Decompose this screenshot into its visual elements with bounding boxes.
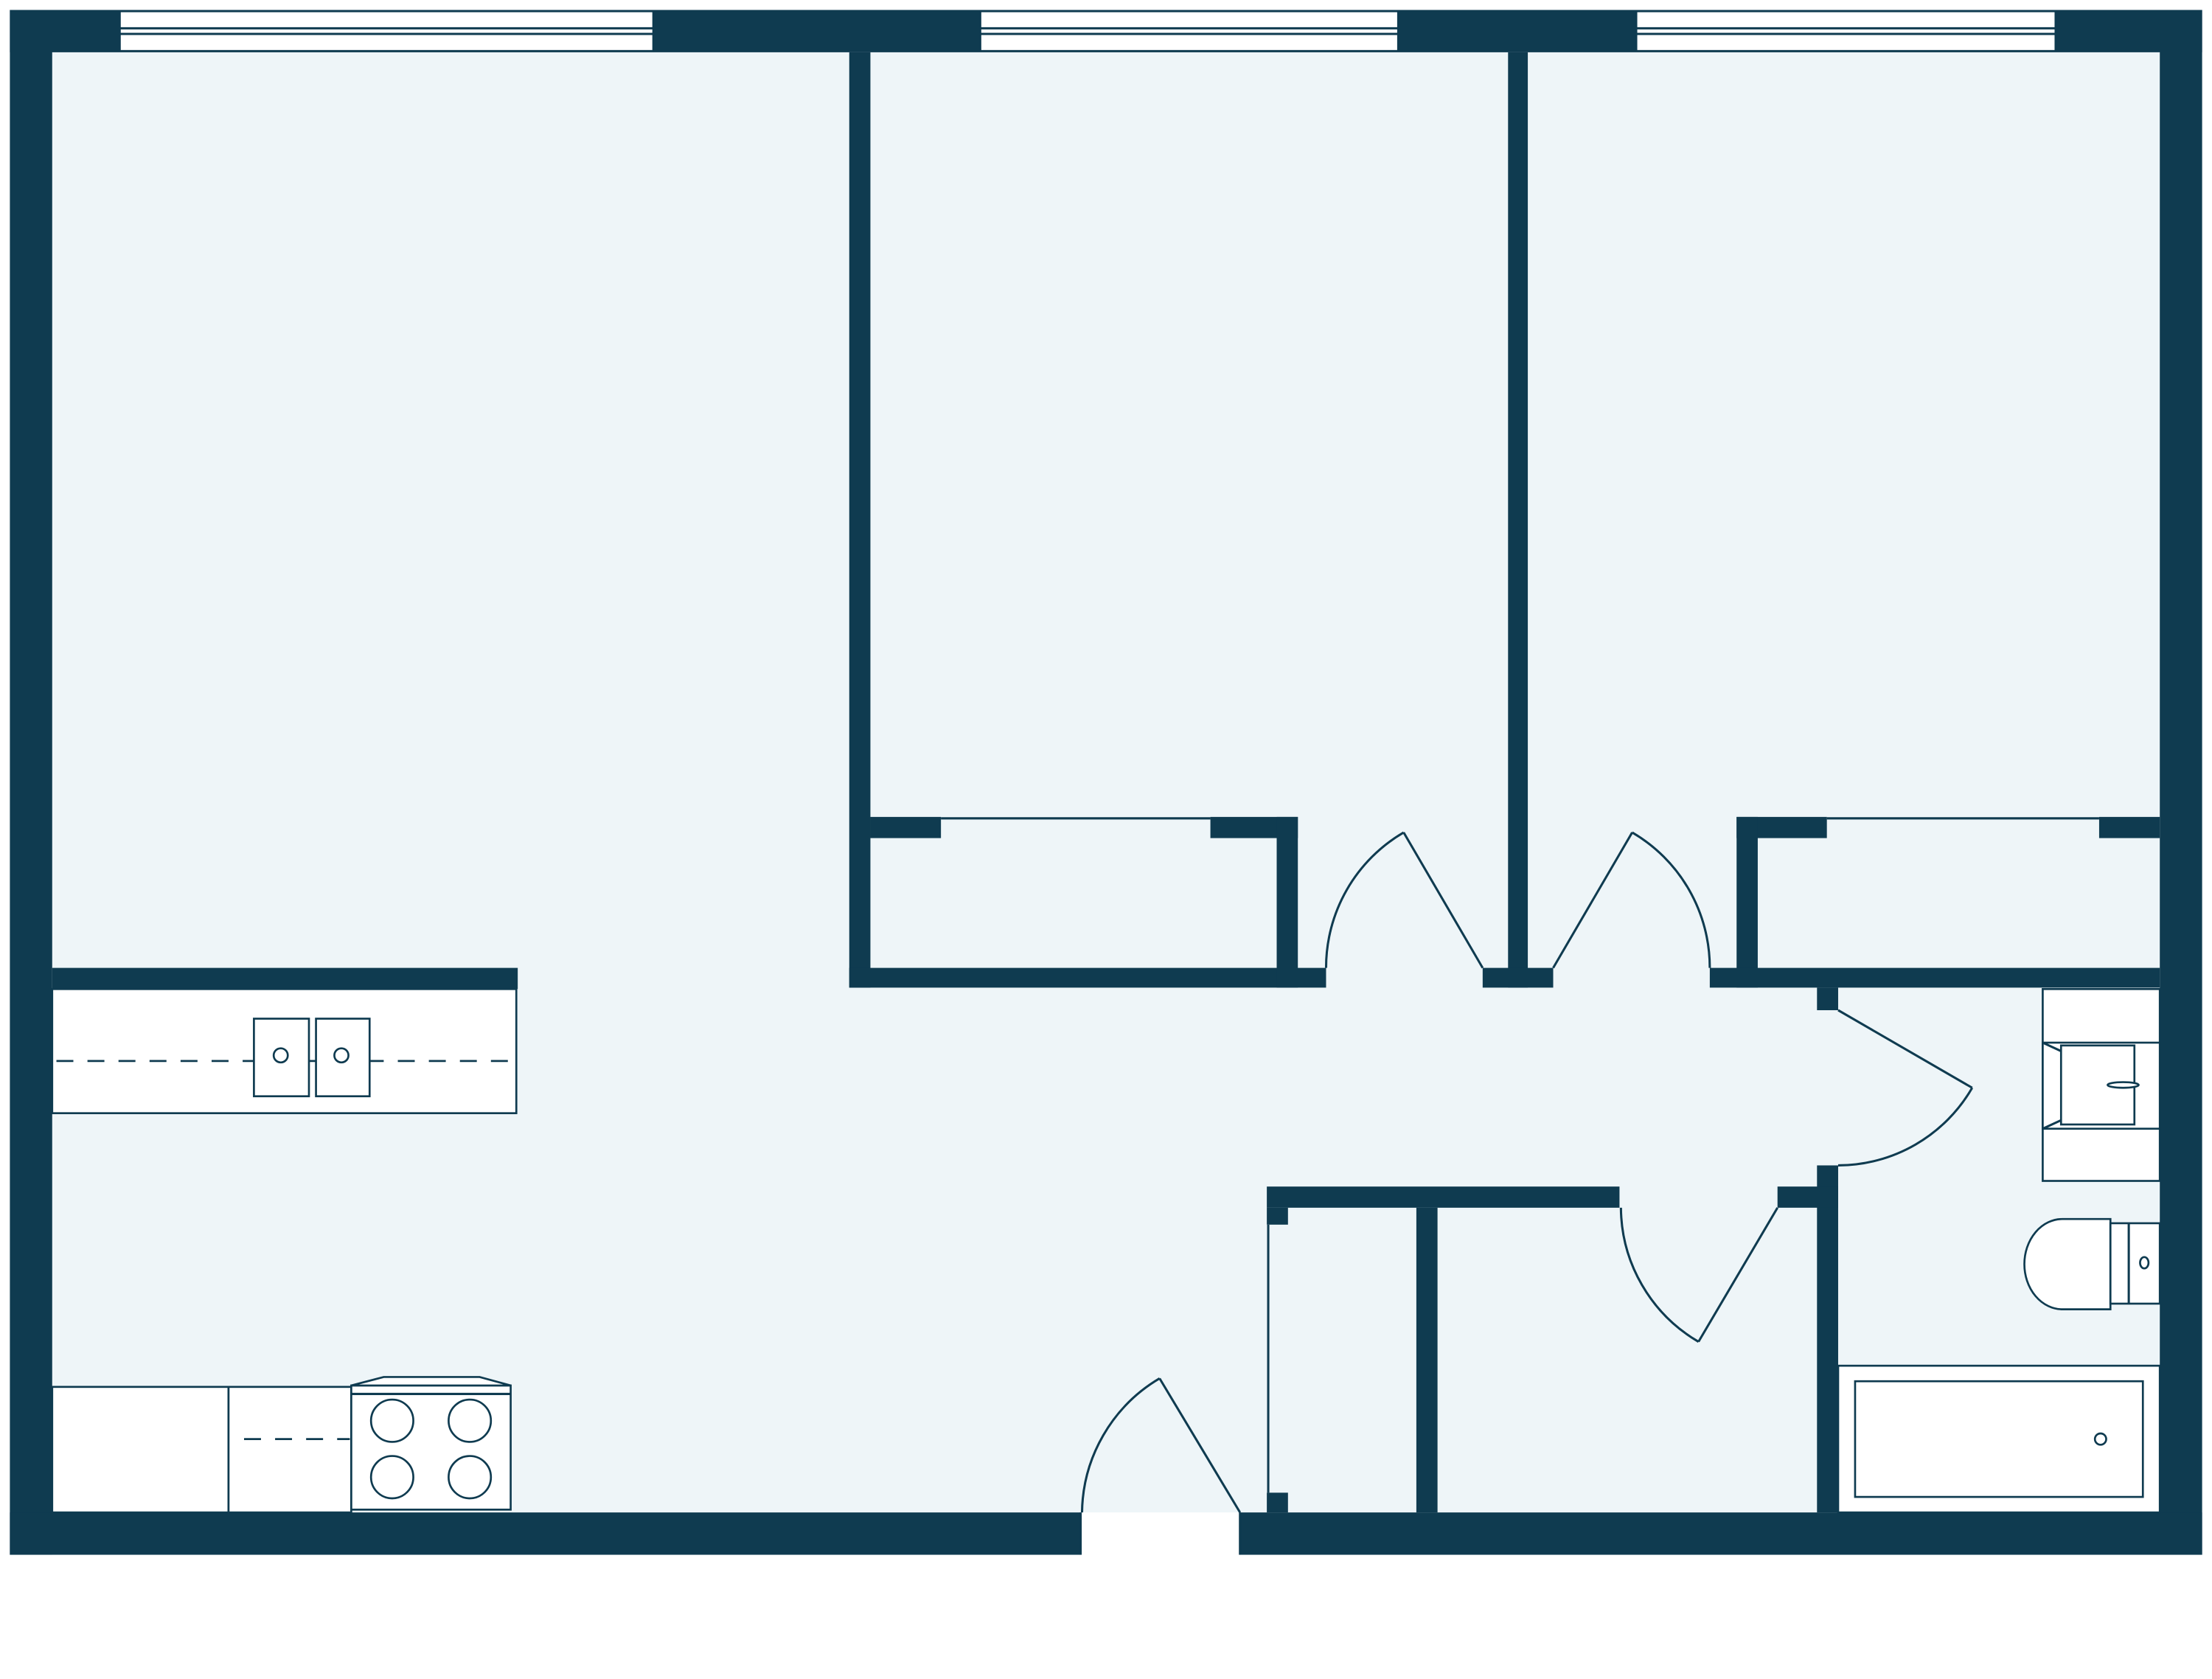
- vanity: [2042, 987, 2161, 1182]
- window: [119, 10, 654, 52]
- toilet: [2023, 1217, 2161, 1310]
- door-bedroom-2[interactable]: [1552, 831, 1711, 969]
- floor: [52, 52, 2160, 1513]
- door-bathroom[interactable]: [1837, 1009, 1974, 1167]
- window: [1635, 10, 2056, 52]
- door-closet[interactable]: [1619, 1207, 1779, 1343]
- base-cabinets: [51, 1386, 352, 1514]
- double-sink: [253, 1018, 371, 1098]
- bathtub: [1837, 1364, 2161, 1514]
- door-bedroom-1[interactable]: [1324, 831, 1484, 969]
- window: [979, 10, 1399, 52]
- interior-walls: [52, 52, 2160, 1513]
- door-entry[interactable]: [1079, 1377, 1242, 1555]
- stove: [350, 1376, 512, 1511]
